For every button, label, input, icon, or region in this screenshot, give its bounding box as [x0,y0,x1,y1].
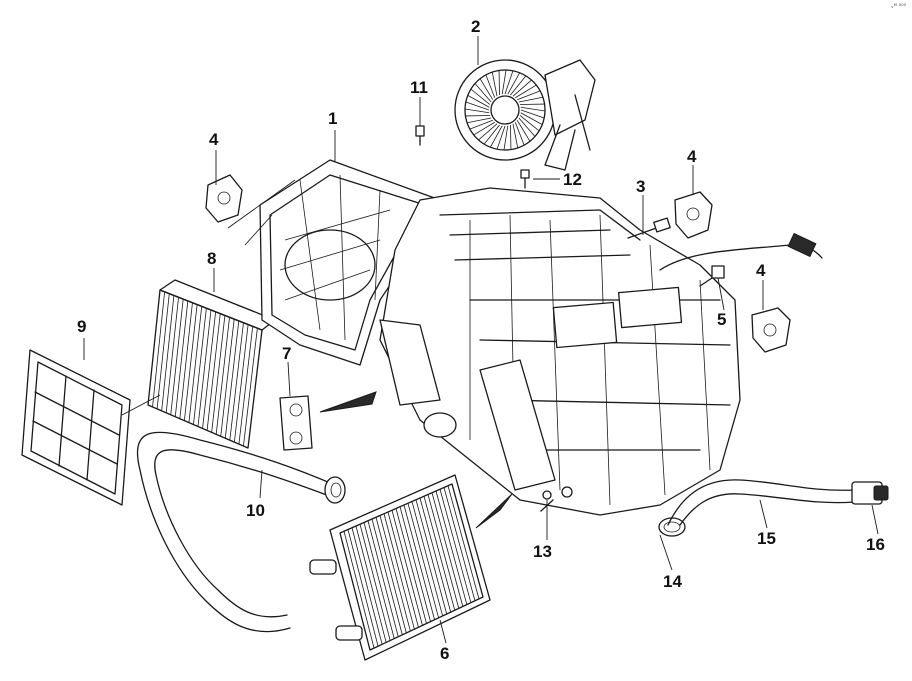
actuator-top-right [674,191,713,239]
callout-10: 10 [246,501,265,520]
callout-14: 14 [663,572,682,591]
callout-3: 3 [636,177,646,196]
drain-hose [136,431,346,633]
callout-11: 11 [410,78,428,97]
screw-11 [415,125,425,146]
callout-4-left: 4 [209,130,219,149]
actuator-right [751,307,791,353]
hose-clamp [658,517,686,537]
callout-4-top-right: 4 [687,147,697,166]
blower-motor [454,59,596,171]
callout-15: 15 [757,529,776,548]
callout-5: 5 [717,310,727,329]
filter-cover-grid [21,349,131,506]
screw-13 [540,486,573,512]
air-inlet-housing [259,159,441,366]
callout-16: 16 [866,535,885,554]
callout-4-right: 4 [756,261,766,280]
leader-lines [83,36,879,644]
condensate-hose [667,479,856,526]
screw-12 [520,169,530,189]
cabin-air-filter [147,279,276,449]
corner-mark: ᵥᴹ ⁰⁰⁰ [891,3,906,10]
wire-harness [659,232,823,271]
heater-core [309,474,491,661]
hvac-main-case [379,187,741,516]
callout-6: 6 [440,644,450,663]
callout-9: 9 [77,317,87,336]
callout-8: 8 [207,249,217,268]
callout-2: 2 [471,17,481,36]
temperature-sensor [627,217,671,239]
callout-1: 1 [328,109,338,128]
direction-arrow [475,493,513,529]
drain-valve [851,481,889,505]
callout-12: 12 [563,170,582,189]
callout-7: 7 [282,344,292,363]
callout-13: 13 [533,542,552,561]
direction-arrow [319,391,377,413]
actuator-left [205,174,243,223]
expansion-valve [279,395,313,451]
